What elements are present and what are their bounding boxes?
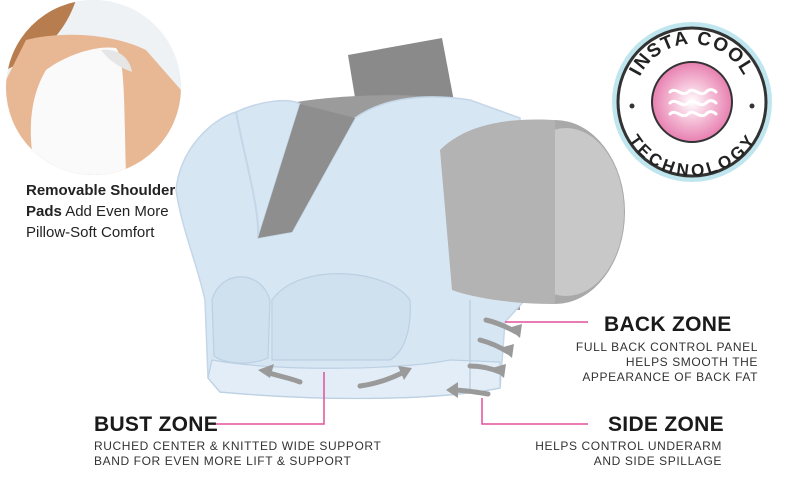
back-zone-callout: BACK ZONE [604,313,732,337]
bust-zone-title: BUST ZONE [94,413,219,436]
mannequin-shoulder [440,119,555,304]
bust-zone-description: RUCHED CENTER & KNITTED WIDE SUPPORT BAN… [94,439,381,469]
side-zone-line: AND SIDE SPILLAGE [593,454,722,468]
mannequin-chest [258,104,355,238]
support-band [207,359,501,399]
bust-zone-line: BAND FOR EVEN MORE LIFT & SUPPORT [94,454,352,468]
side-zone-callout: SIDE ZONE [608,413,724,437]
back-zone-description: FULL BACK CONTROL PANEL HELPS SMOOTH THE… [558,340,758,385]
bust-arrowheads [258,364,412,380]
shoulder-pad-caption-rest: Add Even More Pillow-Soft Comfort [26,203,169,241]
side-zone-line: HELPS CONTROL UNDERARM [535,439,722,453]
leader-lines [212,321,588,425]
garment-strap-left [235,111,260,239]
bust-zone-callout: BUST ZONE [94,413,218,437]
bust-cup-left [211,276,271,364]
bust-cup-right [271,273,411,361]
shoulder-pad-photo [6,0,181,175]
wave-icon [668,88,718,118]
shoulder-pad-caption: Removable Shoulder Pads Add Even More Pi… [26,180,206,243]
bust-zone-leader [212,372,325,425]
side-arrowheads [446,324,522,398]
back-zone-line: APPEARANCE OF BACK FAT [582,370,758,384]
shoulder-pad-caption-bold: Removable Shoulder Pads [26,182,176,220]
model-illustration [6,0,181,175]
back-zone-line: HELPS SMOOTH THE [625,355,758,369]
back-zone-title: BACK ZONE [604,313,732,336]
side-zone-leader [481,398,588,425]
side-zone-description: HELPS CONTROL UNDERARM AND SIDE SPILLAGE [512,439,722,469]
side-zone-title: SIDE ZONE [608,413,724,436]
back-zone-line: FULL BACK CONTROL PANEL [575,340,758,354]
bust-zone-line: RUCHED CENTER & KNITTED WIDE SUPPORT [94,439,382,453]
insta-cool-badge: INSTA COOL TECHNOLOGY [610,20,774,184]
